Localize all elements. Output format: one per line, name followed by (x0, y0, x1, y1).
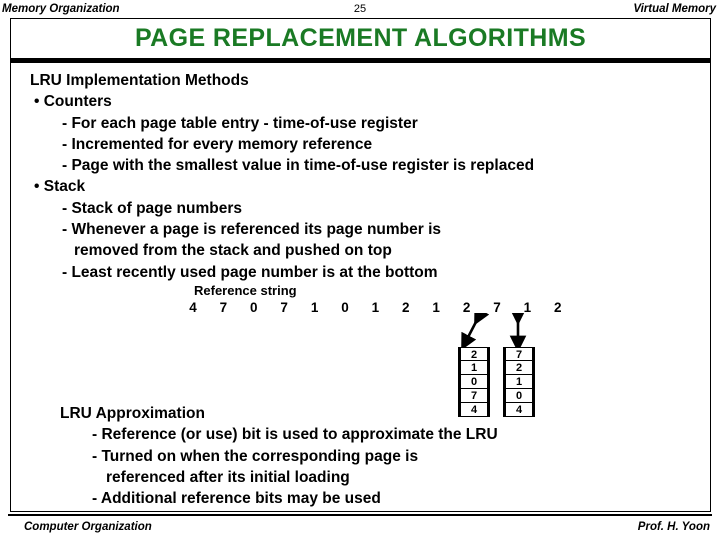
section-heading-lru-approximation: LRU Approximation (60, 405, 205, 422)
stack-before-cell-2: 0 (461, 375, 487, 389)
slide-frame (10, 18, 711, 512)
bullet-stack-item-3: - Least recently used page number is at … (62, 263, 438, 281)
header-right-label: Virtual Memory (633, 3, 716, 15)
bullet-approx-item-2-cont: referenced after its initial loading (106, 468, 350, 486)
stack-after-cell-2: 1 (506, 375, 532, 389)
stack-after-cell-3: 0 (506, 389, 532, 403)
bullet-approx-item-2: - Turned on when the corresponding page … (92, 447, 419, 465)
reference-string-value-7: 2 (402, 300, 410, 315)
slide-title: PAGE REPLACEMENT ALGORITHMS (134, 24, 587, 52)
footer-divider-rule (8, 514, 712, 516)
stack-after-cell-0: 7 (506, 347, 532, 361)
title-divider-rule (11, 58, 710, 63)
bullet-stack: • Stack (34, 178, 86, 196)
bullet-stack-item-2-cont: removed from the stack and pushed on top (74, 242, 392, 260)
bullet-counters-item-2: - Incremented for every memory reference (62, 135, 373, 153)
stack-before-cell-1: 1 (461, 361, 487, 375)
lru-approximation-block: LRU Approximation - Reference (or use) b… (30, 403, 690, 509)
lru-implementation-block: LRU Implementation Methods • Counters - … (30, 70, 690, 283)
bullet-counters: • Counters (34, 93, 112, 111)
reference-string-value-1: 7 (219, 300, 228, 315)
reference-string-value-9: 2 (462, 300, 471, 315)
bullet-counters-item-1: - For each page table entry - time-of-us… (62, 114, 418, 132)
slide-page-number: 25 (353, 3, 367, 15)
reference-string-value-0: 4 (189, 300, 197, 315)
bullet-stack-item-1: - Stack of page numbers (62, 199, 243, 217)
stack-before-cell-4: 4 (461, 403, 487, 417)
section-heading-lru-implementation: LRU Implementation Methods (30, 72, 249, 89)
reference-string-value-10: 7 (493, 300, 501, 315)
reference-string-value-3: 7 (280, 300, 288, 315)
stack-after-cell-1: 2 (506, 361, 532, 375)
stack-after-cell-4: 4 (506, 403, 532, 417)
stack-before-cell-0: 2 (461, 347, 487, 361)
bullet-approx-item-3: - Additional reference bits may be used (92, 490, 381, 508)
arrow-diagonal-to-left-stack (461, 313, 490, 351)
reference-string-value-11: 1 (523, 300, 532, 315)
reference-string-value-6: 1 (371, 300, 380, 315)
reference-string-value-5: 0 (341, 300, 349, 315)
header-left-label: Memory Organization (2, 3, 120, 15)
bullet-counters-item-3: - Page with the smallest value in time-o… (62, 157, 535, 175)
reference-string-value-12: 2 (554, 300, 562, 315)
reference-string-label: Reference string (194, 283, 297, 298)
reference-string-value-8: 1 (432, 300, 440, 315)
bullet-stack-item-2: - Whenever a page is referenced its page… (62, 221, 442, 239)
bullet-approx-item-1: - Reference (or use) bit is used to appr… (92, 426, 498, 444)
reference-string-value-4: 1 (310, 300, 319, 315)
footer-left-label: Computer Organization (24, 521, 152, 533)
stack-update-arrows (461, 313, 527, 353)
stack-before-cell-3: 7 (461, 389, 487, 403)
reference-string-value-2: 0 (250, 300, 258, 315)
footer-right-label: Prof. H. Yoon (637, 521, 710, 533)
